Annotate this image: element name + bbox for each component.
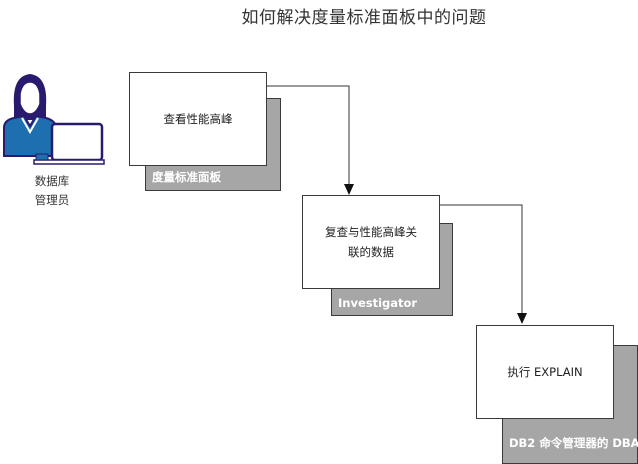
step2-action-box: 复查与性能高峰关 联的数据 <box>302 195 440 289</box>
arrowhead-step2 <box>344 184 354 195</box>
persona-label-line2: 管理员 <box>34 193 70 207</box>
step3-action-label: 执行 EXPLAIN <box>507 365 583 379</box>
arrowhead-step3 <box>517 313 527 324</box>
step1-tool-label: 度量标准面板 <box>152 170 221 184</box>
step2-tool-label: Investigator <box>338 296 418 310</box>
persona-label-line1: 数据库 <box>34 174 70 188</box>
persona-label: 数据库 管理员 <box>22 172 82 210</box>
step1-action-box: 查看性能高峰 <box>129 72 267 166</box>
step3-action-box: 执行 EXPLAIN <box>476 325 614 419</box>
step3-tool-label: DB2 命令管理器的 DBA <box>509 436 638 450</box>
step2-action-label-line2: 联的数据 <box>348 245 394 259</box>
diagram-title: 如何解决度量标准面板中的问题 <box>241 8 487 28</box>
dba-persona-icon <box>3 74 105 165</box>
connector-step2-to-step3 <box>439 204 523 315</box>
step2-action-label-line1: 复查与性能高峰关 <box>325 225 417 239</box>
step1-action-label: 查看性能高峰 <box>163 112 233 126</box>
connector-step1-to-step2 <box>266 85 350 186</box>
